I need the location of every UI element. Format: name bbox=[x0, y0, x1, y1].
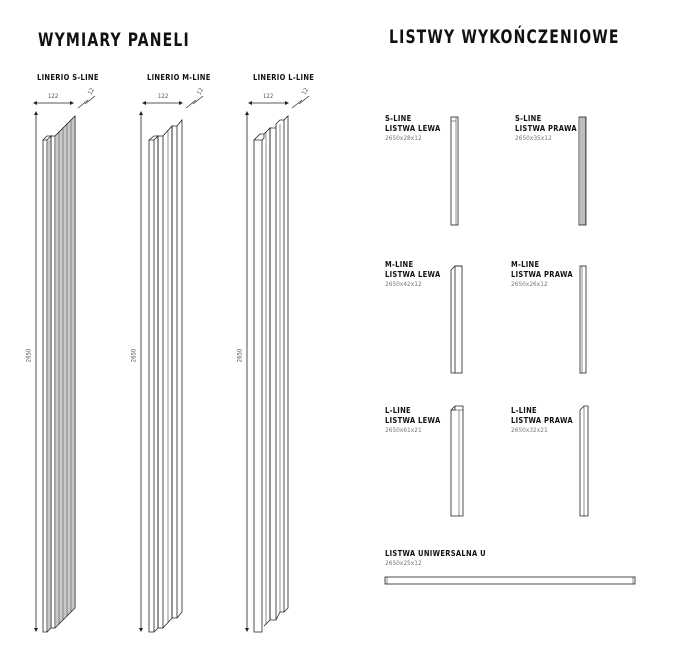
trim-line: S-LINE bbox=[385, 114, 412, 123]
panel-label-m-line: LINERIO M-LINE bbox=[147, 73, 211, 82]
trim-type: LISTWA PRAWA bbox=[515, 124, 577, 133]
panel-label-l-line: LINERIO L-LINE bbox=[253, 73, 315, 82]
panel-width-s: 122 bbox=[48, 93, 59, 100]
trim-type: LISTWA LEWA bbox=[385, 124, 441, 133]
trim-s-right-drawing bbox=[578, 116, 587, 226]
panel-l-line-drawing bbox=[245, 95, 310, 633]
trim-universal: LISTWA UNIWERSALNA U 2650x25x12 bbox=[385, 549, 486, 568]
trim-line: L-LINE bbox=[511, 406, 537, 415]
trim-dims: 2650x61x21 bbox=[385, 426, 422, 434]
trim-m-left-drawing bbox=[450, 265, 463, 374]
trim-type: LISTWA LEWA bbox=[385, 270, 441, 279]
trim-s-right: S-LINE LISTWA PRAWA 2650x35x12 bbox=[515, 114, 577, 143]
trim-line: L-LINE bbox=[385, 406, 411, 415]
trim-type: LISTWA LEWA bbox=[385, 416, 441, 425]
right-title: LISTWY WYKOŃCZENIOWE bbox=[389, 26, 620, 48]
panel-m-line-drawing bbox=[139, 95, 204, 633]
trim-universal-label: LISTWA UNIWERSALNA U bbox=[385, 549, 486, 558]
trim-l-right-drawing bbox=[579, 405, 589, 517]
trim-dims: 2650x42x12 bbox=[385, 280, 422, 288]
trim-dims: 2650x26x12 bbox=[511, 280, 548, 288]
trim-universal-dims: 2650x25x12 bbox=[385, 559, 422, 567]
trim-s-left: S-LINE LISTWA LEWA 2650x28x12 bbox=[385, 114, 441, 143]
trim-line: M-LINE bbox=[511, 260, 540, 269]
trim-l-left: L-LINE LISTWA LEWA 2650x61x21 bbox=[385, 406, 441, 435]
trim-type: LISTWA PRAWA bbox=[511, 416, 573, 425]
trim-m-right-drawing bbox=[579, 265, 587, 374]
trim-type: LISTWA PRAWA bbox=[511, 270, 573, 279]
trim-line: S-LINE bbox=[515, 114, 542, 123]
trim-line: M-LINE bbox=[385, 260, 414, 269]
panel-width-m: 122 bbox=[158, 93, 169, 100]
trim-m-left: M-LINE LISTWA LEWA 2650x42x12 bbox=[385, 260, 441, 289]
trim-l-left-drawing bbox=[450, 405, 464, 517]
panel-s-line-drawing bbox=[33, 95, 96, 633]
trim-l-right: L-LINE LISTWA PRAWA 2650x32x21 bbox=[511, 406, 573, 435]
panel-width-l: 122 bbox=[263, 93, 274, 100]
trim-dims: 2650x28x12 bbox=[385, 134, 422, 142]
trim-universal-drawing bbox=[384, 576, 636, 585]
trim-dims: 2650x35x12 bbox=[515, 134, 552, 142]
left-title: WYMIARY PANELI bbox=[38, 29, 190, 51]
trim-m-right: M-LINE LISTWA PRAWA 2650x26x12 bbox=[511, 260, 573, 289]
panel-label-s-line: LINERIO S-LINE bbox=[37, 73, 99, 82]
trim-s-left-drawing bbox=[450, 116, 459, 226]
trim-dims: 2650x32x21 bbox=[511, 426, 548, 434]
